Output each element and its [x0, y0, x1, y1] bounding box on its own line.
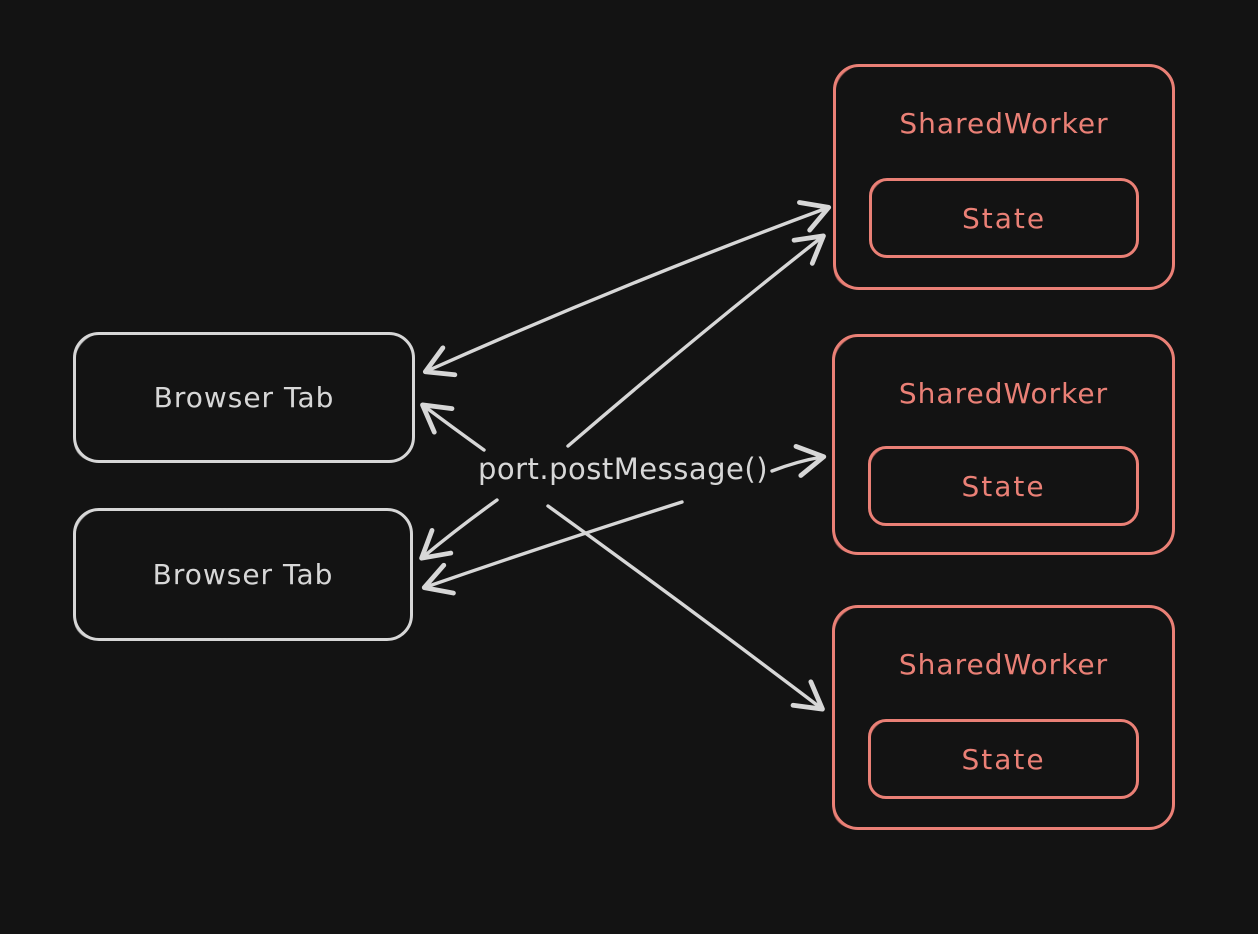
browser-tab-1-node: Browser Tab	[73, 332, 415, 463]
shared-worker-2-state-box: State	[868, 446, 1139, 526]
shared-worker-1-title: SharedWorker	[899, 107, 1109, 140]
browser-tab-1-label: Browser Tab	[153, 381, 335, 414]
shared-worker-1-state-box: State	[869, 178, 1139, 258]
shared-worker-3-state-label: State	[961, 742, 1046, 776]
shared-worker-3-state-box: State	[868, 719, 1139, 799]
arrow-label-worker3	[546, 504, 825, 712]
arrow-label-tab2-upper	[419, 498, 499, 561]
shared-worker-2-state-label: State	[961, 469, 1046, 503]
shared-worker-3-title: SharedWorker	[898, 648, 1109, 681]
arrow-label-tab2-lower	[421, 500, 684, 596]
post-message-label: port.postMessage()	[477, 452, 769, 486]
shared-worker-2-node: SharedWorker State	[832, 334, 1175, 555]
arrow-label-tab1	[420, 402, 486, 452]
arrow-label-worker1	[566, 233, 826, 448]
browser-tab-2-label: Browser Tab	[152, 558, 334, 591]
shared-worker-1-node: SharedWorker State	[833, 64, 1175, 290]
browser-tab-2-node: Browser Tab	[73, 508, 413, 641]
shared-worker-3-node: SharedWorker State	[832, 605, 1175, 830]
arrow-label-worker2	[770, 444, 827, 478]
shared-worker-1-state-label: State	[961, 201, 1047, 235]
arrow-worker1-tab1-bidirectional	[422, 200, 832, 378]
shared-worker-2-title: SharedWorker	[898, 377, 1109, 410]
